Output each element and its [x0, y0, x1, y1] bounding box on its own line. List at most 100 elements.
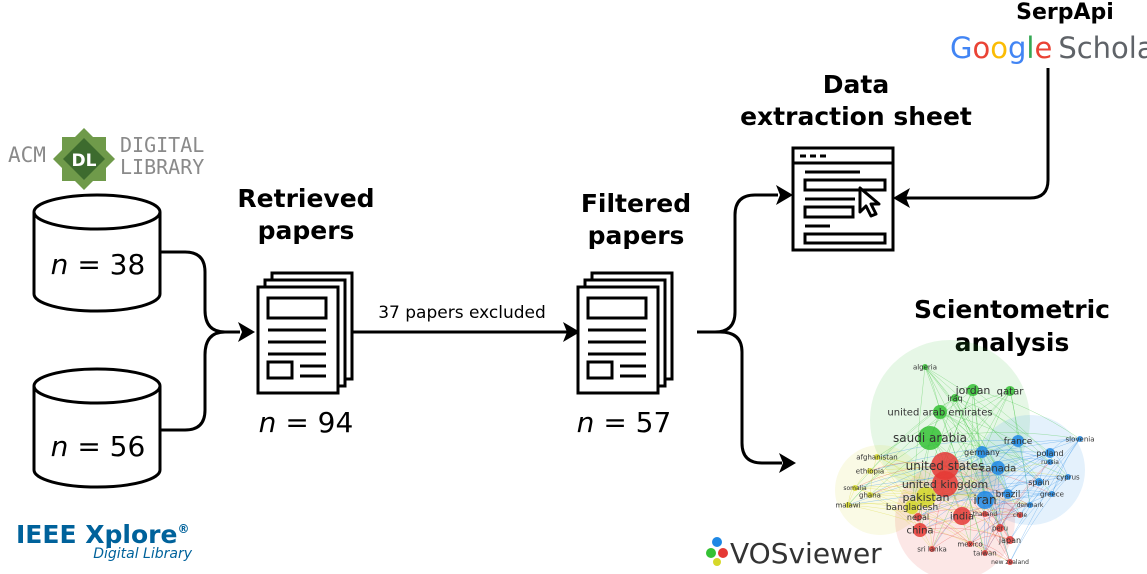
vosviewer-name: VOSviewer — [730, 537, 882, 570]
connector-to-scientometric — [697, 330, 782, 465]
network-node-label: slovenia — [1066, 435, 1095, 443]
network-node-label: poland — [1036, 449, 1063, 458]
network-node-label: qatar — [997, 387, 1025, 398]
network-edge — [1009, 438, 1081, 563]
network-edge — [969, 389, 974, 545]
cluster-halo — [835, 445, 925, 535]
network-node-label: bangladesh — [886, 503, 938, 513]
arrowhead-filtered — [563, 322, 580, 342]
network-edge — [929, 437, 1069, 478]
network-edge — [869, 470, 921, 531]
network-node-label: united kingdom — [902, 478, 988, 491]
filtered-title-1: Filtered — [581, 189, 691, 218]
network-edge — [984, 513, 1011, 563]
network-edge — [911, 506, 986, 554]
network-edge — [1009, 438, 1081, 541]
network-edge — [911, 411, 941, 508]
acm-digital-library-logo: ACM DL DIGITAL LIBRARY — [8, 128, 204, 190]
database-top-count: n = 38 — [51, 248, 146, 281]
scientometric-title-1: Scientometric — [914, 295, 1110, 324]
network-node-label: france — [1004, 437, 1033, 447]
network-edge — [984, 452, 1051, 501]
network-edge — [984, 508, 1021, 516]
network-node — [922, 364, 928, 370]
network-edge — [969, 493, 1053, 545]
network-node — [951, 394, 959, 402]
network-node — [1027, 502, 1033, 508]
connector-to-extraction — [697, 193, 778, 334]
network-node — [1065, 474, 1071, 480]
scientometric-title-2: analysis — [955, 328, 1070, 357]
network-edge — [972, 389, 1081, 440]
cluster-halo — [870, 340, 1030, 500]
network-node — [916, 487, 936, 507]
ieee-xplore-logo: IEEE Xplore® Digital Library — [16, 520, 193, 562]
network-node — [905, 500, 919, 514]
filtered-title-2: papers — [588, 221, 685, 250]
network-node-label: ghana — [859, 491, 881, 499]
network-edge — [929, 432, 1081, 440]
network-edge — [869, 494, 963, 517]
database-top-icon — [32, 193, 162, 231]
acm-line1: DIGITAL — [120, 133, 204, 157]
network-node-label: taiwan — [973, 549, 996, 557]
network-node-label: cyprus — [1056, 473, 1080, 481]
network-edge — [924, 366, 986, 554]
network-node-label: new zealand — [991, 559, 1029, 566]
network-node-label: germany — [964, 448, 1000, 457]
network-edge — [969, 514, 1021, 545]
retrieved-papers: Retrieved papers n = 94 — [237, 184, 374, 439]
network-node-label: canada — [980, 464, 1017, 475]
network-node — [933, 405, 947, 419]
network-edge — [939, 411, 1009, 495]
network-node-label: chile — [1013, 512, 1027, 519]
cursor-icon — [858, 186, 881, 218]
network-edge — [854, 397, 956, 489]
network-node-label: spain — [1028, 478, 1049, 487]
network-edge — [1009, 476, 1069, 563]
vosviewer-icon — [706, 537, 728, 566]
exclusion-label: 37 papers excluded — [378, 303, 546, 323]
arrowhead-extraction — [776, 185, 793, 205]
network-node — [913, 523, 927, 537]
network-node — [1003, 489, 1013, 499]
connectors — [160, 68, 1050, 465]
network-edge — [972, 389, 986, 501]
network-edge — [869, 438, 1081, 472]
network-edge — [869, 470, 986, 515]
network-edge — [911, 366, 926, 508]
network-edge — [954, 397, 1011, 541]
network-edge — [984, 461, 1051, 554]
network-edge — [961, 390, 1011, 517]
network-node — [1017, 512, 1023, 518]
network-edge — [931, 390, 1011, 550]
network-node — [991, 461, 1005, 475]
network-node — [1035, 478, 1043, 486]
database-bottom: n = 56 — [32, 367, 162, 489]
network-edge — [917, 509, 986, 518]
cluster-halo — [975, 415, 1085, 525]
network-edge — [919, 529, 1011, 563]
network-node — [914, 513, 922, 521]
documents-stack-icon — [256, 271, 354, 395]
network-edge — [854, 487, 921, 531]
network-node-label: pakistan — [903, 491, 950, 504]
network-node-label: saudi arabia — [893, 431, 967, 445]
network-edge — [869, 467, 1069, 478]
network-node-label: japan — [998, 536, 1021, 545]
network-node-label: china — [906, 526, 933, 537]
ieee-line2: Digital Library — [93, 546, 193, 562]
network-edge — [917, 516, 971, 545]
network-node-label: afghanistan — [856, 453, 897, 461]
network-node — [982, 550, 988, 556]
google-scholar-wordmark: GoogleScholar — [950, 31, 1147, 65]
network-edge — [939, 411, 1051, 463]
network-node — [976, 446, 988, 458]
network-edge — [972, 389, 1069, 478]
network-node-label: united states — [906, 459, 985, 473]
network-node-label: mexico — [957, 540, 982, 548]
network-node-label: jordan — [955, 384, 991, 397]
network-edge — [939, 411, 986, 554]
network-node — [845, 502, 851, 508]
